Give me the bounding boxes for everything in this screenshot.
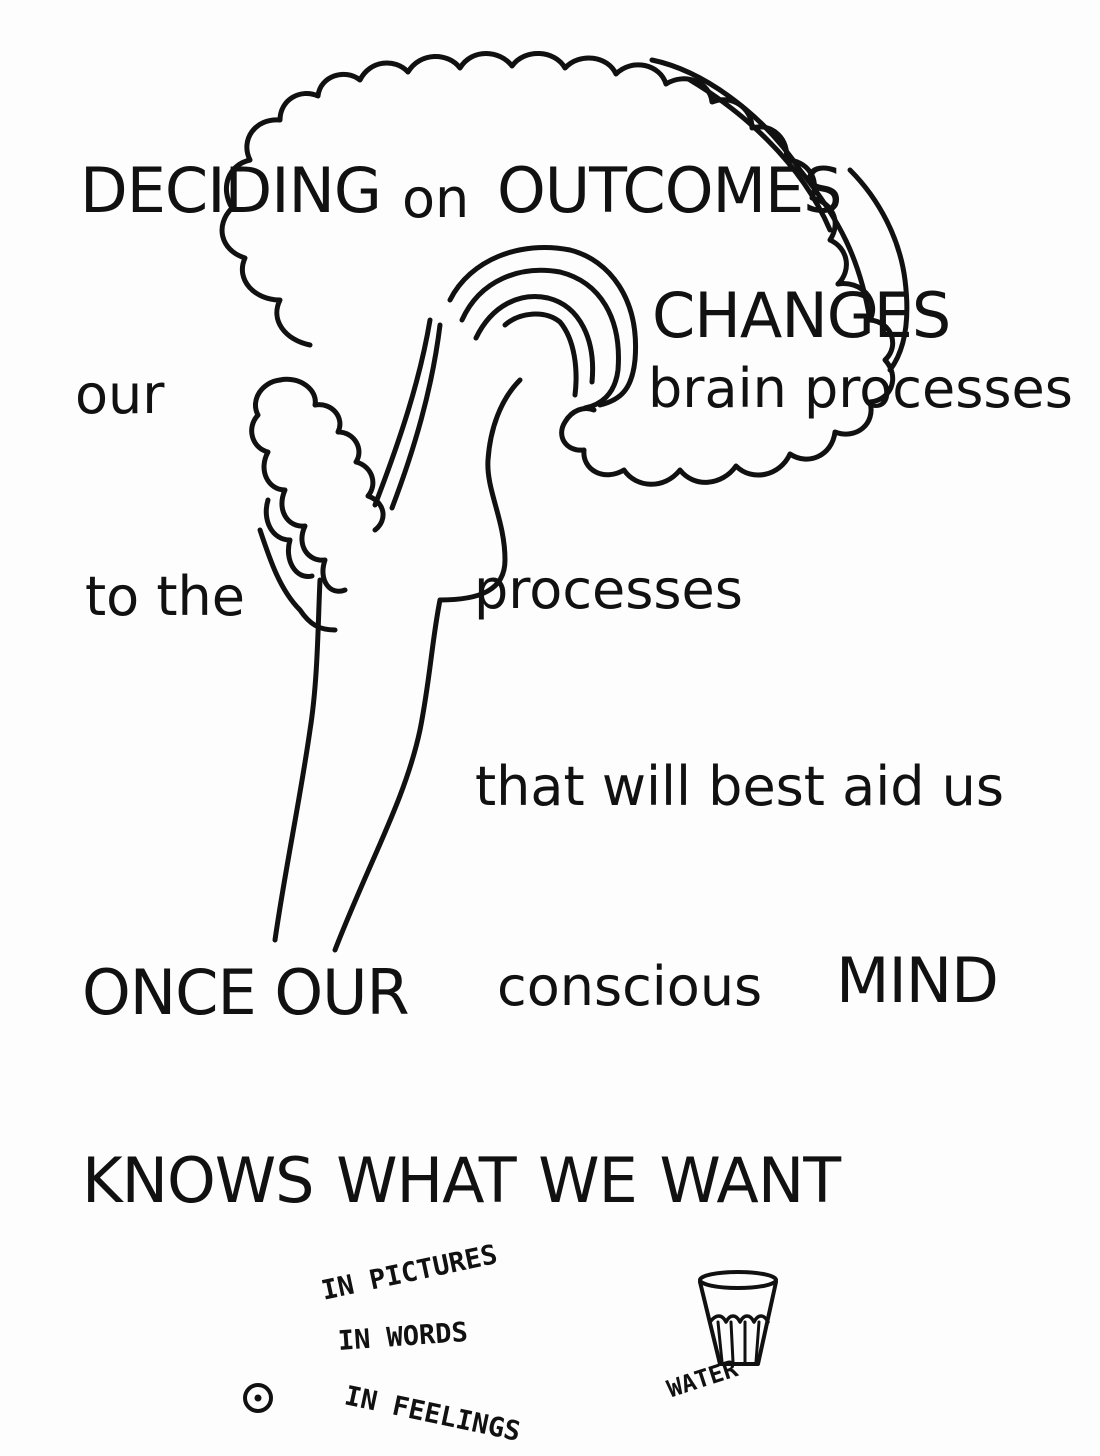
text-processes: processes: [474, 558, 743, 621]
text-our: our: [75, 363, 165, 426]
text-on: on: [402, 167, 470, 230]
text-conscious: conscious: [497, 955, 763, 1018]
brainstem-icon: [372, 317, 433, 508]
spinal-cord-icon: [272, 577, 323, 943]
text-to-the: to the: [85, 565, 245, 628]
eye-icon: [243, 1383, 273, 1413]
text-outcomes: OUTCOMES: [497, 154, 843, 227]
text-once-our: ONCE OUR: [82, 956, 410, 1029]
text-that-will-best-aid-us: that will best aid us: [475, 755, 1005, 818]
cerebellum-icon: [559, 281, 896, 487]
text-brain-processes: brain processes: [648, 357, 1073, 420]
text-mind: MIND: [836, 944, 999, 1017]
text-knows-what-we-want: KNOWS WHAT WE WANT: [82, 1144, 841, 1217]
text-changes: CHANGES: [652, 279, 951, 352]
text-deciding: DECIDING: [80, 154, 382, 227]
water-glass-icon: [698, 1270, 778, 1366]
